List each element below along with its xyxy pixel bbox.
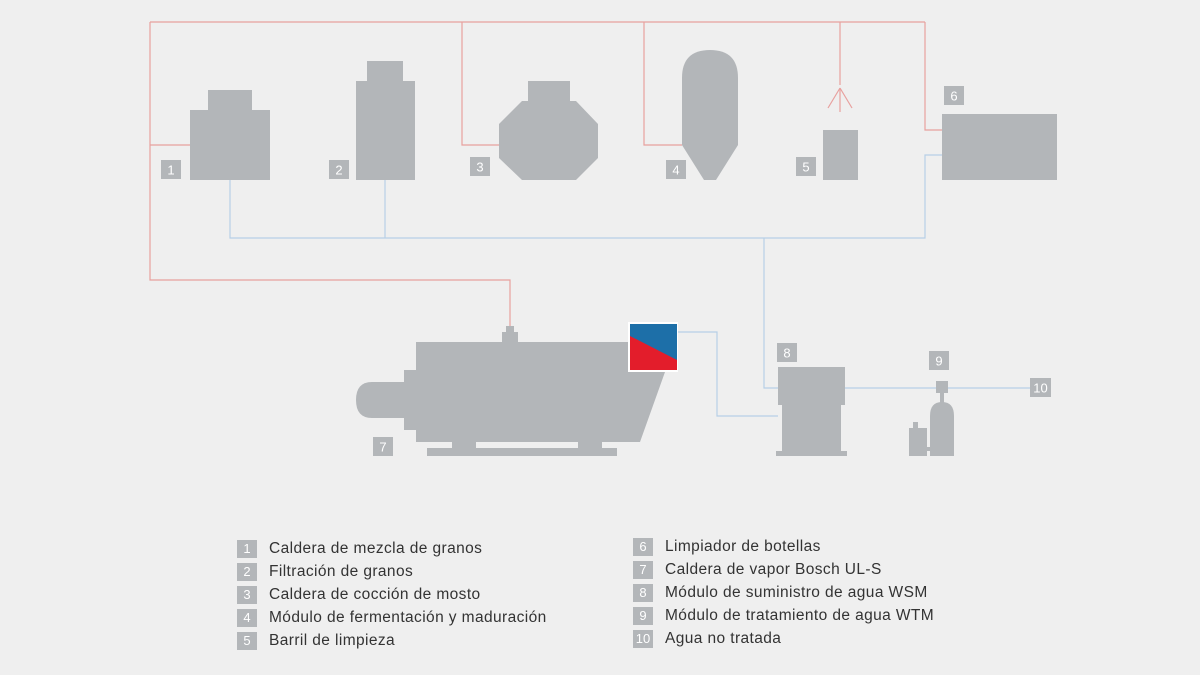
legend-item: 1 Caldera de mezcla de granos — [237, 537, 547, 560]
legend-label: Módulo de fermentación y maduración — [269, 609, 547, 627]
badge-3-text: 3 — [476, 160, 483, 175]
legend-label: Caldera de mezcla de granos — [269, 539, 483, 557]
badge-9: 9 — [929, 351, 949, 370]
badge-8: 8 — [777, 343, 797, 362]
badge-1-text: 1 — [167, 163, 174, 178]
legend-item: 7 Caldera de vapor Bosch UL-S — [633, 558, 934, 581]
legend-label: Filtración de granos — [269, 562, 414, 580]
badge-6: 6 — [944, 86, 964, 105]
legend-item: 5 Barril de limpieza — [237, 630, 547, 653]
legend-label: Módulo de suministro de agua WSM — [665, 583, 928, 601]
badge-3: 3 — [470, 157, 490, 176]
water-treatment-module-shape — [909, 381, 954, 456]
legend-label: Agua no tratada — [665, 630, 782, 648]
legend-number: 3 — [237, 585, 257, 604]
legend-number: 1 — [237, 539, 257, 558]
bottle-washer-shape — [942, 114, 1057, 180]
number-badges: 1 2 3 4 5 6 7 8 — [161, 86, 1051, 456]
legend-number: 5 — [237, 632, 257, 651]
badge-2-text: 2 — [335, 163, 342, 178]
equipment — [190, 50, 1057, 456]
legend-label: Limpiador de botellas — [665, 537, 821, 555]
spray-lines — [827, 87, 853, 112]
mash-kettle-shape — [190, 90, 270, 180]
legend-number: 10 — [633, 630, 653, 649]
legend-item: 4 Módulo de fermentación y maduración — [237, 607, 547, 630]
legend-item: 6 Limpiador de botellas — [633, 535, 934, 558]
badge-5: 5 — [796, 157, 816, 176]
steam-lines — [149, 21, 942, 330]
legend-label: Caldera de vapor Bosch UL-S — [665, 560, 882, 578]
legend-number: 9 — [633, 607, 653, 626]
legend-number: 6 — [633, 537, 653, 556]
badge-1: 1 — [161, 160, 181, 179]
badge-4-text: 4 — [672, 163, 679, 178]
legend-item: 3 Caldera de cocción de mosto — [237, 583, 547, 606]
legend-label: Barril de limpieza — [269, 632, 396, 650]
steam-boiler-shape — [356, 326, 665, 456]
badge-10: 10 — [1030, 378, 1051, 397]
badge-4: 4 — [666, 160, 686, 179]
legend-number: 4 — [237, 609, 257, 628]
wort-kettle-shape — [499, 81, 598, 180]
legend-label: Módulo de tratamiento de agua WTM — [665, 607, 935, 625]
legend-item: 8 Módulo de suministro de agua WSM — [633, 581, 934, 604]
legend-item: 10 Agua no tratada — [633, 628, 934, 651]
legend-item: 2 Filtración de granos — [237, 560, 547, 583]
legend-number: 8 — [633, 583, 653, 602]
badge-2: 2 — [329, 160, 349, 179]
water-supply-module-shape — [776, 367, 847, 456]
fermentation-tank-shape — [682, 50, 738, 180]
badge-7-text: 7 — [379, 440, 386, 455]
legend-right: 6 Limpiador de botellas 7 Caldera de vap… — [633, 535, 934, 651]
badge-6-text: 6 — [950, 89, 957, 104]
badge-5-text: 5 — [802, 160, 809, 175]
badge-9-text: 9 — [935, 354, 942, 369]
badge-8-text: 8 — [783, 346, 790, 361]
legend-number: 2 — [237, 562, 257, 581]
badge-10-text: 10 — [1033, 381, 1047, 396]
cleaning-barrel-shape — [823, 130, 858, 180]
badge-7: 7 — [373, 437, 393, 456]
lauter-tun-shape — [356, 61, 415, 180]
legend-item: 9 Módulo de tratamiento de agua WTM — [633, 605, 934, 628]
control-panel — [628, 322, 678, 372]
legend-label: Caldera de cocción de mosto — [269, 585, 481, 603]
legend-number: 7 — [633, 560, 653, 579]
legend-left: 1 Caldera de mezcla de granos 2 Filtraci… — [237, 537, 547, 653]
